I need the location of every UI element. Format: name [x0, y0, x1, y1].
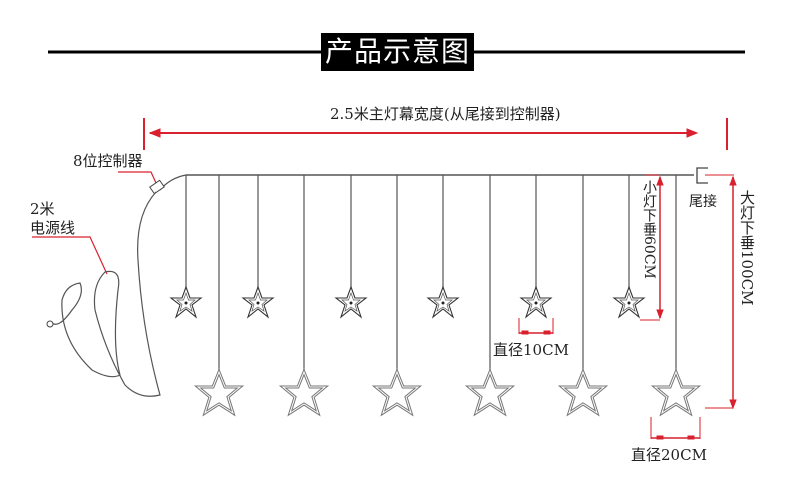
small-drops — [185, 175, 630, 288]
small-drop-label: 小灯下垂60CM — [641, 180, 657, 279]
large-drop-label: 大灯下垂100CM — [738, 190, 756, 306]
large-diameter-label: 直径20CM — [631, 446, 707, 464]
power-plug — [46, 320, 54, 328]
power-cord-length-label: 2米 — [30, 200, 55, 218]
large-drops — [218, 175, 677, 372]
small-star-icon — [427, 286, 459, 318]
large-stars — [196, 370, 699, 415]
large-star-icon — [281, 370, 327, 415]
tail-connector-icon — [696, 167, 708, 184]
tail-connector-label: 尾接 — [689, 194, 717, 210]
width-dimension-arrow — [143, 118, 728, 150]
large-star-icon — [653, 370, 699, 415]
small-star-icon — [335, 286, 367, 318]
controller-wire — [159, 174, 187, 191]
width-dimension-label: 2.5米主灯幕宽度(从尾接到控制器) — [330, 105, 561, 123]
large-star-icon — [196, 370, 242, 415]
large-star-icon — [560, 370, 606, 415]
small-diameter-dimension — [518, 318, 554, 335]
small-star-icon — [242, 286, 274, 318]
small-diameter-label: 直径10CM — [493, 341, 569, 359]
power-cord-label: 电源线 — [30, 219, 76, 237]
power-cord-cable — [50, 191, 161, 397]
small-star-icon — [613, 286, 645, 318]
small-star-icon — [170, 286, 202, 318]
small-stars — [170, 286, 645, 318]
large-diameter-dimension — [650, 417, 701, 440]
power-cord-leader — [32, 236, 108, 275]
large-drop-dimension — [705, 175, 737, 410]
large-star-icon — [374, 370, 420, 415]
controller-leader — [118, 171, 157, 184]
large-star-icon — [467, 370, 513, 415]
small-star-icon — [520, 286, 552, 318]
controller-box — [149, 179, 165, 195]
small-drop-dimension — [640, 174, 664, 321]
diagram-title: 产品示意图 — [321, 33, 474, 71]
controller-label: 8位控制器 — [73, 152, 143, 170]
